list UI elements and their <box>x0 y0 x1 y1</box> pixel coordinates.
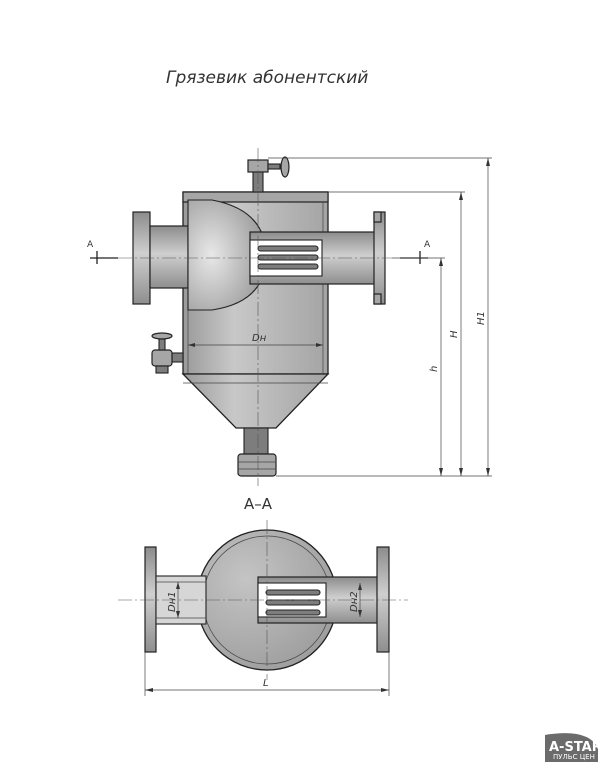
slot-2 <box>257 254 319 261</box>
height-total-label: H1 <box>476 311 487 325</box>
length-label: L <box>263 678 269 689</box>
watermark-brand: A-STAR <box>549 740 602 755</box>
inlet-pipe <box>149 225 189 289</box>
vessel-cone <box>181 373 330 429</box>
section-view: Dн1 Dн2 L <box>118 520 408 696</box>
vent-valve-stem <box>267 163 281 170</box>
section-slot-2 <box>265 599 321 606</box>
section-slot-3 <box>265 609 321 616</box>
section-marker-right: A <box>424 240 431 250</box>
diameter-label: Dн <box>252 333 267 344</box>
drawing-title: Грязевик абонентский <box>166 68 368 88</box>
slot-3 <box>257 263 319 270</box>
drain-nut <box>237 453 277 477</box>
section-inlet-flange <box>144 546 157 653</box>
section-marker-left: A <box>87 240 94 250</box>
inlet-diameter-label: Dн1 <box>167 591 178 612</box>
front-view: Dн A A h H H1 <box>87 148 492 486</box>
watermark-logo: A-STAR ПУЛЬС ЦЕН <box>545 733 602 762</box>
section-title: А–А <box>244 495 273 513</box>
slot-1 <box>257 245 319 252</box>
drain-nozzle <box>243 427 269 455</box>
outlet-flange-lip-2 <box>373 293 382 305</box>
height-low-label: h <box>429 366 440 372</box>
outlet-diameter-label: Dн2 <box>349 591 360 612</box>
outlet-flange-lip <box>373 211 382 223</box>
side-valve-outlet <box>155 365 169 374</box>
vent-handwheel <box>280 156 290 178</box>
side-valve-pipe <box>171 352 184 363</box>
side-valve-stem <box>158 337 166 351</box>
side-valve-handwheel <box>151 332 173 340</box>
height-label: H <box>449 330 460 338</box>
side-valve-body <box>151 349 173 367</box>
section-outlet-flange <box>376 546 390 653</box>
section-slot-1 <box>265 589 321 596</box>
watermark-sub: ПУЛЬС ЦЕН <box>553 753 595 761</box>
